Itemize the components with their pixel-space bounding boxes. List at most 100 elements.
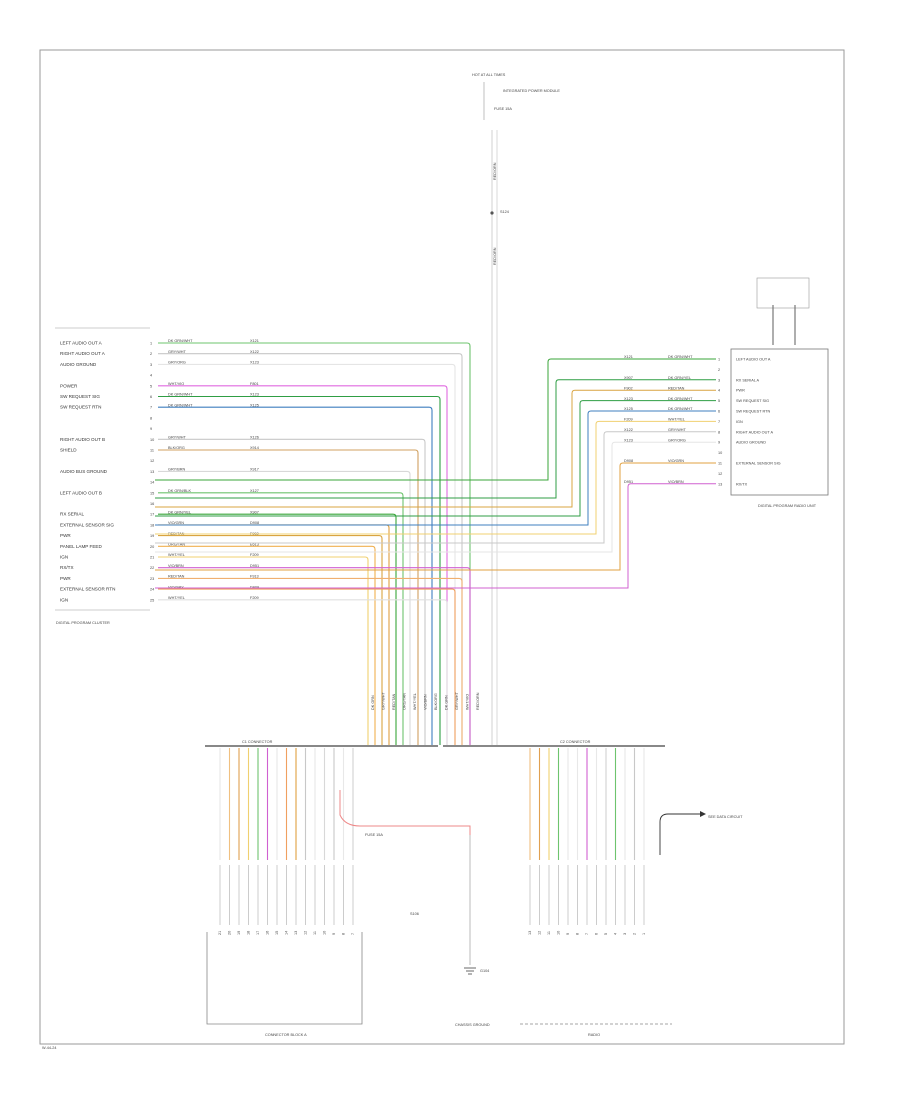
- bottom-left-pin-number: 15: [275, 931, 279, 935]
- bottom-left-pin: 12: [304, 748, 308, 935]
- left-pin-name: SW REQUEST SIG: [60, 394, 100, 399]
- right-pin-row: 12: [718, 472, 722, 476]
- right-pin-name: SW REQUEST SIG: [736, 399, 769, 403]
- left-pin-name: SHIELD: [60, 448, 77, 453]
- top-wire-label-b: RED/ORN: [493, 247, 497, 265]
- left-pin-name: PWR: [60, 533, 71, 538]
- left-pin-number: 11: [150, 449, 154, 453]
- right-wire: [155, 483, 716, 589]
- bottom-right-pin-number: 13: [528, 931, 532, 935]
- splice-dot-icon: [490, 211, 494, 215]
- bundle-label: ORG/TAN: [403, 693, 407, 710]
- left-pin-name: POWER: [60, 383, 78, 388]
- left-circuit-id: D951: [250, 564, 259, 568]
- right-pin-name: SW REQUEST RTN: [736, 410, 771, 414]
- right-pin-number: 12: [718, 472, 722, 476]
- left-wire-color: WHT/YEL: [168, 553, 185, 557]
- left-pin-number: 19: [150, 534, 154, 538]
- fuse-label-mid: FUSE 15A: [365, 833, 383, 837]
- bundle-label: DK GRN: [371, 695, 375, 710]
- left-wire: [158, 395, 441, 745]
- left-pin-row: 14: [150, 481, 154, 485]
- right-pin-number: 4: [718, 389, 720, 393]
- right-pin-name: IGN: [736, 420, 743, 424]
- bundle-label: DK GRN: [445, 695, 449, 710]
- left-wire: [158, 567, 471, 745]
- left-pin-name: RX/TX: [60, 565, 74, 570]
- top-wire-label-a: RED/ORN: [493, 162, 497, 180]
- bottom-left-pin: 15: [275, 748, 279, 935]
- left-pin-row: SW REQUEST SIG 6 DK GRN/WHT X123: [60, 393, 441, 745]
- left-pin-name: AUDIO GROUND: [60, 362, 97, 367]
- bottom-right-component: RADIO: [588, 1033, 600, 1037]
- left-wire-color: DK GRN/WHT: [168, 403, 193, 407]
- power-source-label: HOT AT ALL TIMES: [472, 73, 506, 77]
- left-wire: [158, 588, 456, 745]
- left-pin-name: LEFT AUDIO OUT A: [60, 341, 103, 346]
- bottom-right-pin: 7: [585, 748, 589, 935]
- left-circuit-id: X914: [250, 446, 259, 450]
- bottom-left-pin-number: 7: [351, 933, 355, 935]
- bottom-right-pin-number: 6: [595, 933, 599, 935]
- right-circuit-id: D908: [624, 459, 633, 463]
- left-pin-number: 20: [150, 545, 154, 549]
- ground-label: G104: [480, 969, 489, 973]
- right-circuit-id: F902: [624, 386, 633, 390]
- right-pin-name: PWR: [736, 389, 745, 393]
- left-circuit-id: F801: [250, 382, 259, 386]
- bottom-right-pin-number: 9: [566, 933, 570, 935]
- bundle-label: WHT/YEL: [413, 693, 417, 710]
- left-pin-number: 5: [150, 384, 152, 388]
- bottom-left-pin-number: 14: [285, 931, 289, 935]
- bundle-label: WHT/VIO: [466, 694, 470, 710]
- left-circuit-id: D908: [250, 521, 259, 525]
- bottom-right-pin-number: 8: [576, 933, 580, 935]
- bottom-left-pin: 17: [256, 748, 260, 935]
- left-circuit-id: X123: [250, 393, 259, 397]
- left-wire: [158, 599, 448, 745]
- bottom-left-pin: 18: [247, 748, 251, 935]
- left-circuit-id: X123: [250, 361, 259, 365]
- left-pin-name: EXTERNAL SENSOR SIG: [60, 522, 114, 527]
- left-wire-color: GRY/WHT: [168, 436, 187, 440]
- right-pin-name: RX/TX: [736, 482, 748, 486]
- bottom-left-pin-number: 17: [256, 931, 260, 935]
- bottom-right-pin-number: 11: [547, 931, 551, 935]
- left-circuit-id: F209: [250, 596, 259, 600]
- left-wire-color: BLK/ORG: [168, 446, 185, 450]
- left-wire-color: VIO/GRN: [168, 521, 184, 525]
- left-pin-name: PANEL LAMP FEED: [60, 544, 102, 549]
- right-connector-name: C2 CONNECTOR: [560, 740, 591, 744]
- left-pin-number: 25: [150, 598, 154, 602]
- right-circuit-id: X123: [624, 438, 633, 442]
- left-pin-number: 6: [150, 395, 152, 399]
- right-module-name: DIGITAL PROGRAM RADIO UNIT: [758, 504, 817, 508]
- bottom-right-pin: 6: [595, 748, 599, 935]
- bottom-right-pin-number: 1: [642, 933, 646, 935]
- left-wire-color: GRY/BRN: [168, 468, 185, 472]
- left-circuit-id: E613: [250, 543, 259, 547]
- bottom-right-pin: 13: [528, 748, 532, 935]
- bottom-left-pin-number: 13: [294, 931, 298, 935]
- left-wire-color: VIO/GRY: [168, 585, 184, 589]
- left-pin-number: 7: [150, 406, 152, 410]
- bundle-label: RED/TAN: [392, 693, 396, 710]
- right-circuit-id: X123: [624, 397, 633, 401]
- right-pin-name: RIGHT AUDIO OUT A: [736, 430, 773, 434]
- right-wire: [155, 389, 716, 508]
- left-pin-number: 3: [150, 363, 152, 367]
- left-connector-name: C1 CONNECTOR: [242, 740, 273, 744]
- left-pin-number: 8: [150, 416, 152, 420]
- left-wire: [158, 385, 448, 745]
